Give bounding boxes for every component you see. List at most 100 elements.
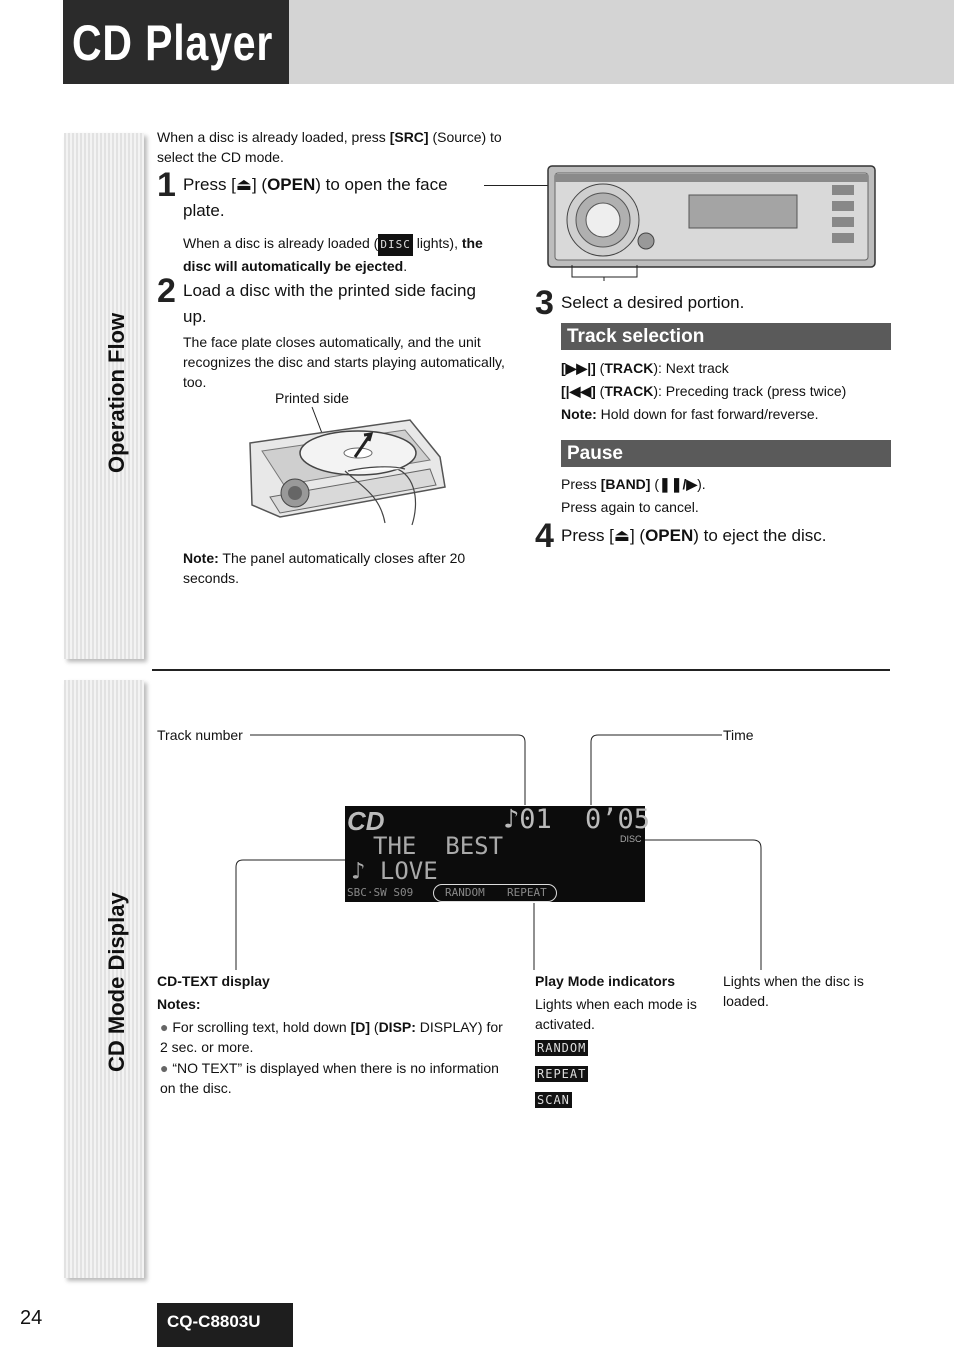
step-1-text: Press [⏏] (OPEN) to open the face plate. (183, 172, 488, 224)
step-2-note-text: The panel automatically closes after 20 … (183, 550, 466, 586)
pause-line-1: Press [BAND] (❚❚/▶). (561, 476, 706, 492)
bullet-icon: ● (160, 1019, 169, 1035)
side-tab-cd-mode-display: CD Mode Display (64, 680, 144, 1278)
title-box (63, 0, 289, 84)
step-2-number: 2 (157, 272, 176, 310)
display-note-1-a: For scrolling text, hold down (172, 1019, 351, 1035)
step-4-text-c: ) to eject the disc. (693, 526, 827, 545)
display-note-1-b: ( (370, 1019, 379, 1035)
step-1-text-a: Press [ (183, 175, 236, 194)
pause-line-1-pre: Press (561, 476, 601, 492)
indicator-scan-text: SCAN (535, 1092, 572, 1108)
step-3-number: 3 (535, 284, 554, 322)
track-prev-key: TRACK (604, 383, 654, 399)
page-number: 24 (20, 1307, 43, 1329)
indicator-repeat: REPEAT (535, 1065, 589, 1083)
pause-line-1-post: ). (697, 476, 706, 492)
indicator-random-text: RANDOM (535, 1040, 589, 1056)
pause-line-2: Press again to cancel. (561, 499, 699, 515)
disc-indicator-badge: DISC (378, 234, 413, 256)
play-mode-label: Play Mode indicators (535, 973, 676, 989)
indicator-repeat-text: REPEAT (535, 1066, 589, 1082)
face-plate-illustration (547, 165, 876, 281)
step-2-note: Note: The panel automatically closes aft… (183, 548, 508, 588)
section-divider (152, 669, 890, 671)
display-note-1: ● For scrolling text, hold down [D] (DIS… (160, 1017, 505, 1057)
time-label: Time (723, 727, 754, 743)
step-2-text: Load a disc with the printed side facing… (183, 281, 476, 326)
play-mode-text: Lights when each mode is activated. (535, 996, 697, 1032)
next-track-icon: [▶▶|] (561, 360, 596, 376)
intro-text: When a disc is already loaded, press [SR… (157, 127, 517, 167)
lcd-text-line-1: THE BEST (373, 832, 504, 860)
step-4-key: OPEN (645, 526, 694, 545)
indicator-scan: SCAN (535, 1091, 572, 1109)
disc-lights-text: Lights when the disc is loaded. (723, 973, 864, 1009)
lcd-text-line-2: ♪ LOVE (351, 857, 438, 885)
step-4-text-a: Press [ (561, 526, 614, 545)
previous-track-icon: [|◀◀] (561, 383, 596, 399)
page-title: CD Player (72, 15, 274, 71)
eject-icon: ⏏ (235, 175, 252, 194)
step-1-sub-bold: the disc will automatically be ejected (183, 235, 483, 274)
display-note-2-text: “NO TEXT” is displayed when there is no … (160, 1060, 499, 1096)
track-next-key: TRACK (604, 360, 654, 376)
side-label-cd-mode-display: CD Mode Display (104, 892, 129, 1072)
lcd-time: 0’05 (585, 804, 651, 835)
model-badge: CQ-C8803U (157, 1303, 293, 1347)
display-note-1-c: DISPLAY) for 2 sec. or more. (160, 1019, 503, 1055)
track-next-text: ): Next track (653, 360, 729, 376)
lcd-source: CD (347, 806, 385, 836)
step-1-subtext: When a disc is already loaded (DISC ligh… (183, 233, 503, 276)
printed-side-label: Printed side (275, 390, 349, 406)
lcd-repeat: REPEAT (507, 886, 547, 899)
disc-loading-illustration (249, 406, 446, 526)
step-3-text: Select a desired portion. (561, 293, 745, 312)
intro-pre: When a disc is already loaded, press (157, 129, 390, 145)
step-1-sub-c: . (403, 258, 408, 274)
lcd-play-mode-outline (433, 884, 557, 902)
track-number-label: Track number (157, 727, 243, 743)
track-note: Note: Hold down for fast forward/reverse… (561, 404, 891, 424)
lcd-disc-indicator: DISC (620, 834, 642, 844)
cd-text-display-label: CD-TEXT display (157, 973, 270, 989)
pause-heading: Pause (561, 440, 891, 467)
intro-key: [SRC] (389, 129, 429, 145)
pause-play-icon: ❚❚/▶ (659, 476, 698, 492)
model-name: CQ-C8803U (167, 1312, 261, 1331)
track-prev-line: [|◀◀] (TRACK): Preceding track (press tw… (561, 383, 847, 399)
step-4-text-b: ] ( (629, 526, 646, 545)
display-note-2: ● “NO TEXT” is displayed when there is n… (160, 1058, 505, 1098)
track-note-text: Hold down for fast forward/reverse. (596, 406, 819, 422)
indicator-random: RANDOM (535, 1039, 589, 1057)
lcd-track: ♪01 (503, 804, 552, 835)
lcd-bottom-left: SBC·SW S09 (347, 886, 414, 899)
step-4-number: 4 (535, 517, 554, 555)
step-1-sub-a: When a disc is already loaded ( (183, 235, 379, 251)
track-next-line: [▶▶|] (TRACK): Next track (561, 360, 729, 376)
step-2-note-label: Note: (183, 550, 219, 566)
side-tab-operation-flow: Operation Flow (64, 133, 144, 659)
lcd-display: CD ♪01 0’05 DISC THE BEST ♪ LOVE SBC·SW … (345, 804, 650, 902)
title-bar-background (289, 0, 954, 84)
lcd-random: RANDOM (445, 886, 485, 899)
track-selection-heading: Track selection (561, 323, 891, 350)
step-4-text: Press [⏏] (OPEN) to eject the disc. (561, 523, 891, 549)
side-label-operation-flow: Operation Flow (104, 312, 129, 473)
track-prev-text: ): Preceding track (press twice) (653, 383, 847, 399)
display-callout-lines (235, 734, 762, 970)
track-note-label: Note: (561, 406, 597, 422)
display-note-1-key2: DISP: (378, 1019, 416, 1035)
step-1-key: OPEN (267, 175, 316, 194)
step-1-text-c: ) to open the face plate. (183, 175, 448, 220)
step-2-subtext: The face plate closes automatically, and… (183, 334, 505, 390)
notes-label: Notes: (157, 996, 201, 1012)
bullet-icon: ● (160, 1060, 169, 1076)
step-1-number: 1 (157, 166, 176, 204)
intro-post: (Source) to select the CD mode. (157, 129, 502, 165)
step-1-sub-b: lights), (412, 235, 462, 251)
eject-icon: ⏏ (613, 526, 630, 545)
step-1-text-b: ] ( (251, 175, 268, 194)
pause-key: [BAND] (600, 476, 651, 492)
display-note-1-key: [D] (350, 1019, 370, 1035)
